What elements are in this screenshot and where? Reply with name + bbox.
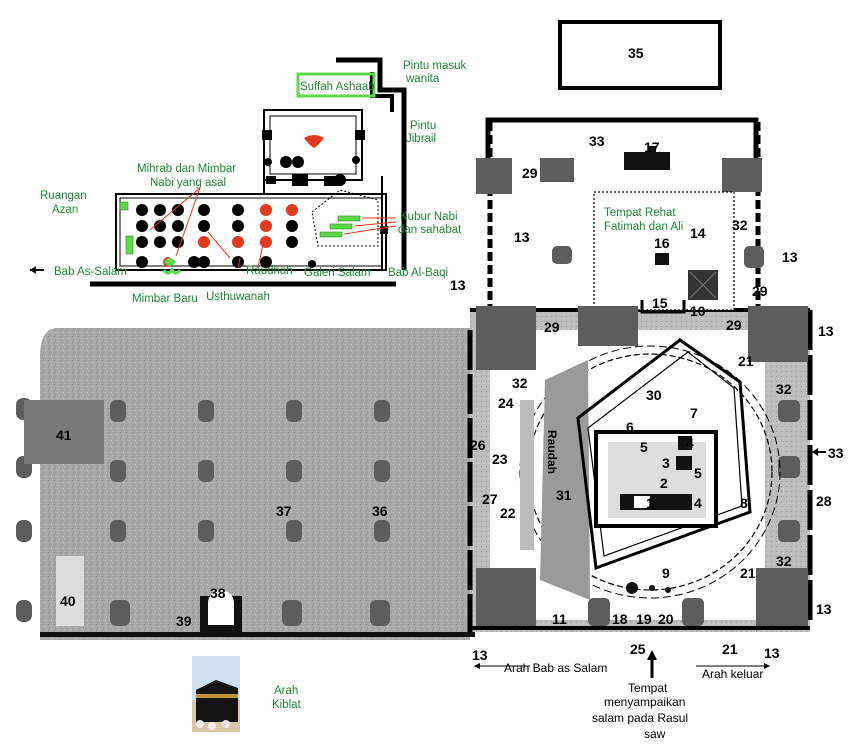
num-20: 20	[658, 611, 674, 627]
num-33b: 33	[828, 445, 844, 461]
num-9: 9	[662, 565, 670, 581]
num-15: 15	[652, 295, 668, 311]
label-tempat-2: menyampaikan	[604, 695, 685, 709]
kaaba-image	[192, 656, 240, 732]
label-tempat-rehat-2: Fatimah dan Ali	[604, 221, 683, 233]
label-raudhah: Raudhah	[246, 265, 293, 277]
num-4b: 4	[694, 495, 702, 511]
label-tempat-1: Tempat	[628, 681, 668, 695]
num-13g: 13	[764, 645, 780, 661]
label-arah-keluar: Arah keluar	[702, 667, 763, 681]
num-7: 7	[690, 405, 698, 421]
num-23: 23	[492, 451, 508, 467]
num-29c: 29	[726, 317, 742, 333]
label-raudah-vertical: Raudah	[545, 430, 559, 474]
num-28: 28	[816, 493, 832, 509]
block-40	[56, 556, 84, 626]
courtyard-south-wall	[40, 632, 475, 637]
num-21b: 21	[740, 565, 756, 581]
num-6: 6	[626, 419, 634, 435]
num-21c: 21	[722, 641, 738, 657]
num-13f: 13	[472, 647, 488, 663]
num-13b: 13	[782, 249, 798, 265]
num-21a: 21	[738, 353, 754, 369]
label-pintu-jibrail-1: Pintu	[410, 120, 436, 132]
num-19: 19	[636, 611, 652, 627]
courtyard-area	[16, 328, 475, 640]
label-mihrab-1: Mihrab dan Mimbar	[137, 163, 236, 175]
courtyard-pillars	[16, 398, 390, 626]
num-8: 8	[740, 495, 748, 511]
num-33a: 33	[589, 133, 605, 149]
label-ruangan-azan-2: Azan	[52, 204, 78, 216]
num-2: 2	[660, 475, 668, 491]
label-pintu-masuk-wanita-1: Pintu masuk	[403, 60, 467, 72]
num-5a: 5	[640, 439, 648, 455]
num-30: 30	[646, 387, 662, 403]
num-1: 1	[646, 495, 654, 511]
num-13e: 13	[816, 601, 832, 617]
block-41	[24, 400, 104, 464]
inset-columns	[136, 204, 316, 268]
label-arah-kiblat-1: Arah	[274, 685, 298, 697]
num-32a: 32	[732, 217, 748, 233]
num-29b: 29	[752, 283, 768, 299]
label-bab-al-baqi: Bab Al-Baqi	[388, 267, 448, 279]
num-32-bottom: 32	[776, 553, 792, 569]
num-37: 37	[276, 503, 292, 519]
label-ruangan-azan-1: Ruangan	[40, 190, 87, 202]
label-arah-kiblat-2: Kiblat	[272, 699, 302, 711]
num-29a: 29	[522, 165, 538, 181]
num-18: 18	[612, 611, 628, 627]
label-tempat-rehat-1: Tempat Rehat	[604, 207, 676, 219]
label-pintu-masuk-wanita-2: wanita	[405, 73, 440, 85]
num-35: 35	[628, 45, 644, 61]
num-22: 22	[500, 505, 516, 521]
num-31: 31	[556, 487, 572, 503]
num-13a: 13	[514, 229, 530, 245]
label-suffah-ashaab: Suffah Ashaab	[300, 81, 375, 93]
label-tempat-4: saw	[644, 727, 666, 741]
num-41: 41	[56, 427, 72, 443]
num-27: 27	[482, 491, 498, 507]
num-36: 36	[372, 503, 388, 519]
num-40: 40	[60, 593, 76, 609]
num-38: 38	[210, 585, 226, 601]
inset-map	[30, 57, 407, 287]
block-35	[558, 20, 722, 90]
num-32c-left: 32	[512, 375, 528, 391]
num-5b: 5	[694, 465, 702, 481]
num-29d: 29	[544, 319, 560, 335]
num-10: 10	[690, 303, 706, 319]
num-11: 11	[552, 611, 567, 627]
label-pintu-jibrail-2: Jibrail	[406, 133, 436, 145]
label-tempat-3: salam pada Rasul	[592, 711, 688, 725]
label-galeri-salam: Galeri Salam	[304, 267, 370, 279]
label-kubur-nabi-1: Kubur Nabi	[400, 211, 458, 223]
num-32b: 32	[776, 381, 792, 397]
num-4a: 4	[686, 435, 694, 451]
num-25: 25	[630, 641, 646, 657]
num-13c: 13	[450, 277, 466, 293]
label-mimbar-baru: Mimbar Baru	[132, 293, 198, 305]
num-16: 16	[654, 235, 670, 251]
num-3: 3	[662, 455, 670, 471]
label-bab-as-salam: Bab As-Salam	[54, 266, 127, 278]
label-arah-bab-as-salam: Arah Bab as Salam	[504, 661, 607, 675]
mosque-plan	[467, 20, 813, 632]
num-26: 26	[470, 437, 486, 453]
num-24: 24	[498, 395, 514, 411]
label-kubur-nabi-2: dan sahabat	[398, 224, 462, 236]
label-usthuwanah: Usthuwanah	[206, 291, 270, 303]
label-mihrab-2: Nabi yang asal	[150, 177, 226, 189]
num-39: 39	[176, 613, 192, 629]
num-13d: 13	[818, 323, 834, 339]
num-17: 17	[644, 139, 660, 155]
num-14: 14	[690, 225, 706, 241]
